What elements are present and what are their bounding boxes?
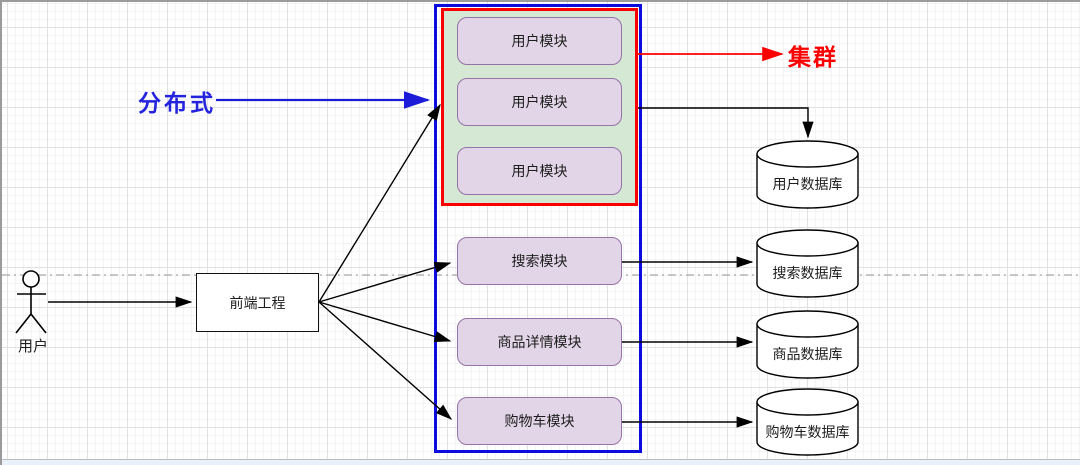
node-user-module-3[interactable]: 用户模块 [457,147,622,195]
cart-database-label: 购物车数据库 [765,424,850,440]
user-database-label: 用户数据库 [772,176,843,192]
node-user-module-2[interactable]: 用户模块 [457,78,622,126]
node-cart-module[interactable]: 购物车模块 [457,397,622,445]
node-frontend-project[interactable]: 前端工程 [196,273,319,332]
node-label: 购物车模块 [504,413,575,429]
node-label: 前端工程 [229,294,286,311]
search-database-label: 搜索数据库 [772,265,843,281]
actor-user-label: 用户 [17,338,48,355]
node-user-module-1[interactable]: 用户模块 [457,17,622,65]
node-search-module[interactable]: 搜索模块 [457,237,622,285]
node-product-detail-module[interactable]: 商品详情模块 [457,318,622,366]
node-label: 搜索模块 [511,253,568,269]
node-label: 用户模块 [511,33,568,49]
node-label: 商品详情模块 [497,334,582,350]
distributed-label: 分布式 [138,90,216,116]
cluster-label: 集群 [788,44,838,70]
horizontal-scrollbar[interactable] [2,459,1080,465]
node-label: 用户模块 [511,94,568,110]
node-label: 用户模块 [511,163,568,179]
product-database-label: 商品数据库 [772,346,843,362]
